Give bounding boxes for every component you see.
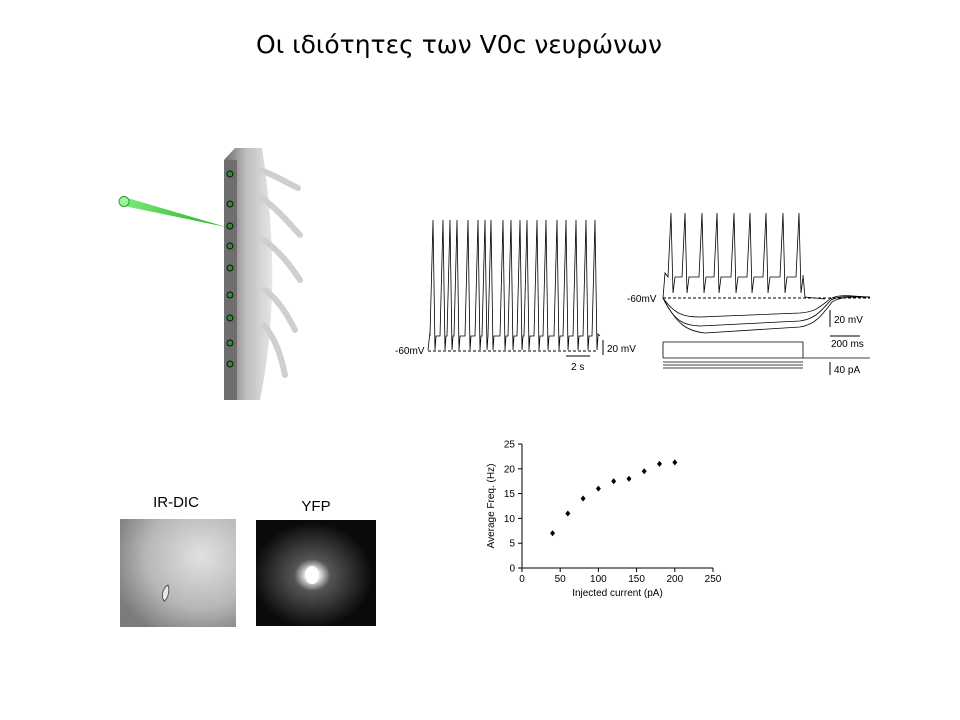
y-tick-label: 0: [509, 564, 515, 575]
recording-trace-b: -60mV 20 mV 200 ms 40 pA: [627, 212, 871, 376]
neuron-markers: [226, 170, 234, 368]
x-tick-label: 200: [666, 574, 683, 585]
yfp-image: [256, 520, 376, 626]
y-tick-label: 10: [504, 514, 516, 525]
cell-soma: [161, 584, 170, 602]
electrode-tip: [118, 196, 130, 207]
current-steps: [662, 341, 870, 369]
ir-dic-label: IR-DIC: [153, 494, 199, 511]
data-point: [641, 468, 647, 475]
x-axis-label: Injected current (pA): [572, 588, 663, 599]
data-point: [595, 485, 601, 492]
depolarized-trace: [662, 212, 826, 300]
x-tick-label: 250: [705, 574, 722, 585]
current-scale-label: 40 pA: [834, 365, 860, 376]
x-tick-label: 0: [519, 574, 525, 585]
y-axis-label: Average Freq. (Hz): [486, 464, 497, 549]
data-point: [565, 510, 571, 517]
chart-points: [550, 459, 678, 537]
x-tick-label: 100: [590, 574, 607, 585]
data-point: [611, 478, 617, 485]
time-scale-label: 2 s: [571, 362, 584, 373]
time-scale-label: 200 ms: [831, 339, 864, 350]
voltage-scale-label: 20 mV: [834, 315, 863, 326]
hyperpolarized-trace-3: [662, 296, 871, 334]
x-tick-label: 150: [628, 574, 645, 585]
electrode-beam: [124, 197, 226, 227]
fluorescent-cell: [305, 566, 319, 584]
data-point: [672, 459, 678, 466]
hyperpolarized-trace-1: [662, 295, 871, 318]
data-point: [580, 495, 586, 502]
resting-potential-label: -60mV: [627, 294, 657, 305]
data-point: [657, 460, 663, 467]
y-tick-label: 15: [504, 489, 516, 500]
voltage-scale-label: 20 mV: [607, 344, 636, 355]
ir-dic-image: [120, 519, 236, 627]
spinal-cord-schematic: [118, 148, 303, 400]
y-tick-label: 5: [509, 539, 515, 550]
resting-potential-label: -60mV: [395, 346, 425, 357]
y-tick-label: 20: [504, 464, 516, 475]
chart-axes: 0 50 100 150 200 250 0 5 10 15 20 25: [504, 440, 722, 586]
yfp-label: YFP: [301, 498, 331, 515]
recording-trace-a: -60mV 20 mV 2 s: [395, 219, 636, 373]
x-tick-label: 50: [555, 574, 567, 585]
membrane-trace: [427, 219, 601, 351]
data-point: [626, 475, 632, 482]
hyperpolarized-trace-2: [662, 296, 871, 327]
y-tick-label: 25: [504, 440, 516, 451]
data-point: [550, 530, 556, 537]
slide-title: Οι ιδιότητες των V0c νευρώνων: [256, 30, 662, 59]
frequency-current-chart: 0 50 100 150 200 250 0 5 10 15 20 25 Injected curre…: [486, 440, 722, 600]
